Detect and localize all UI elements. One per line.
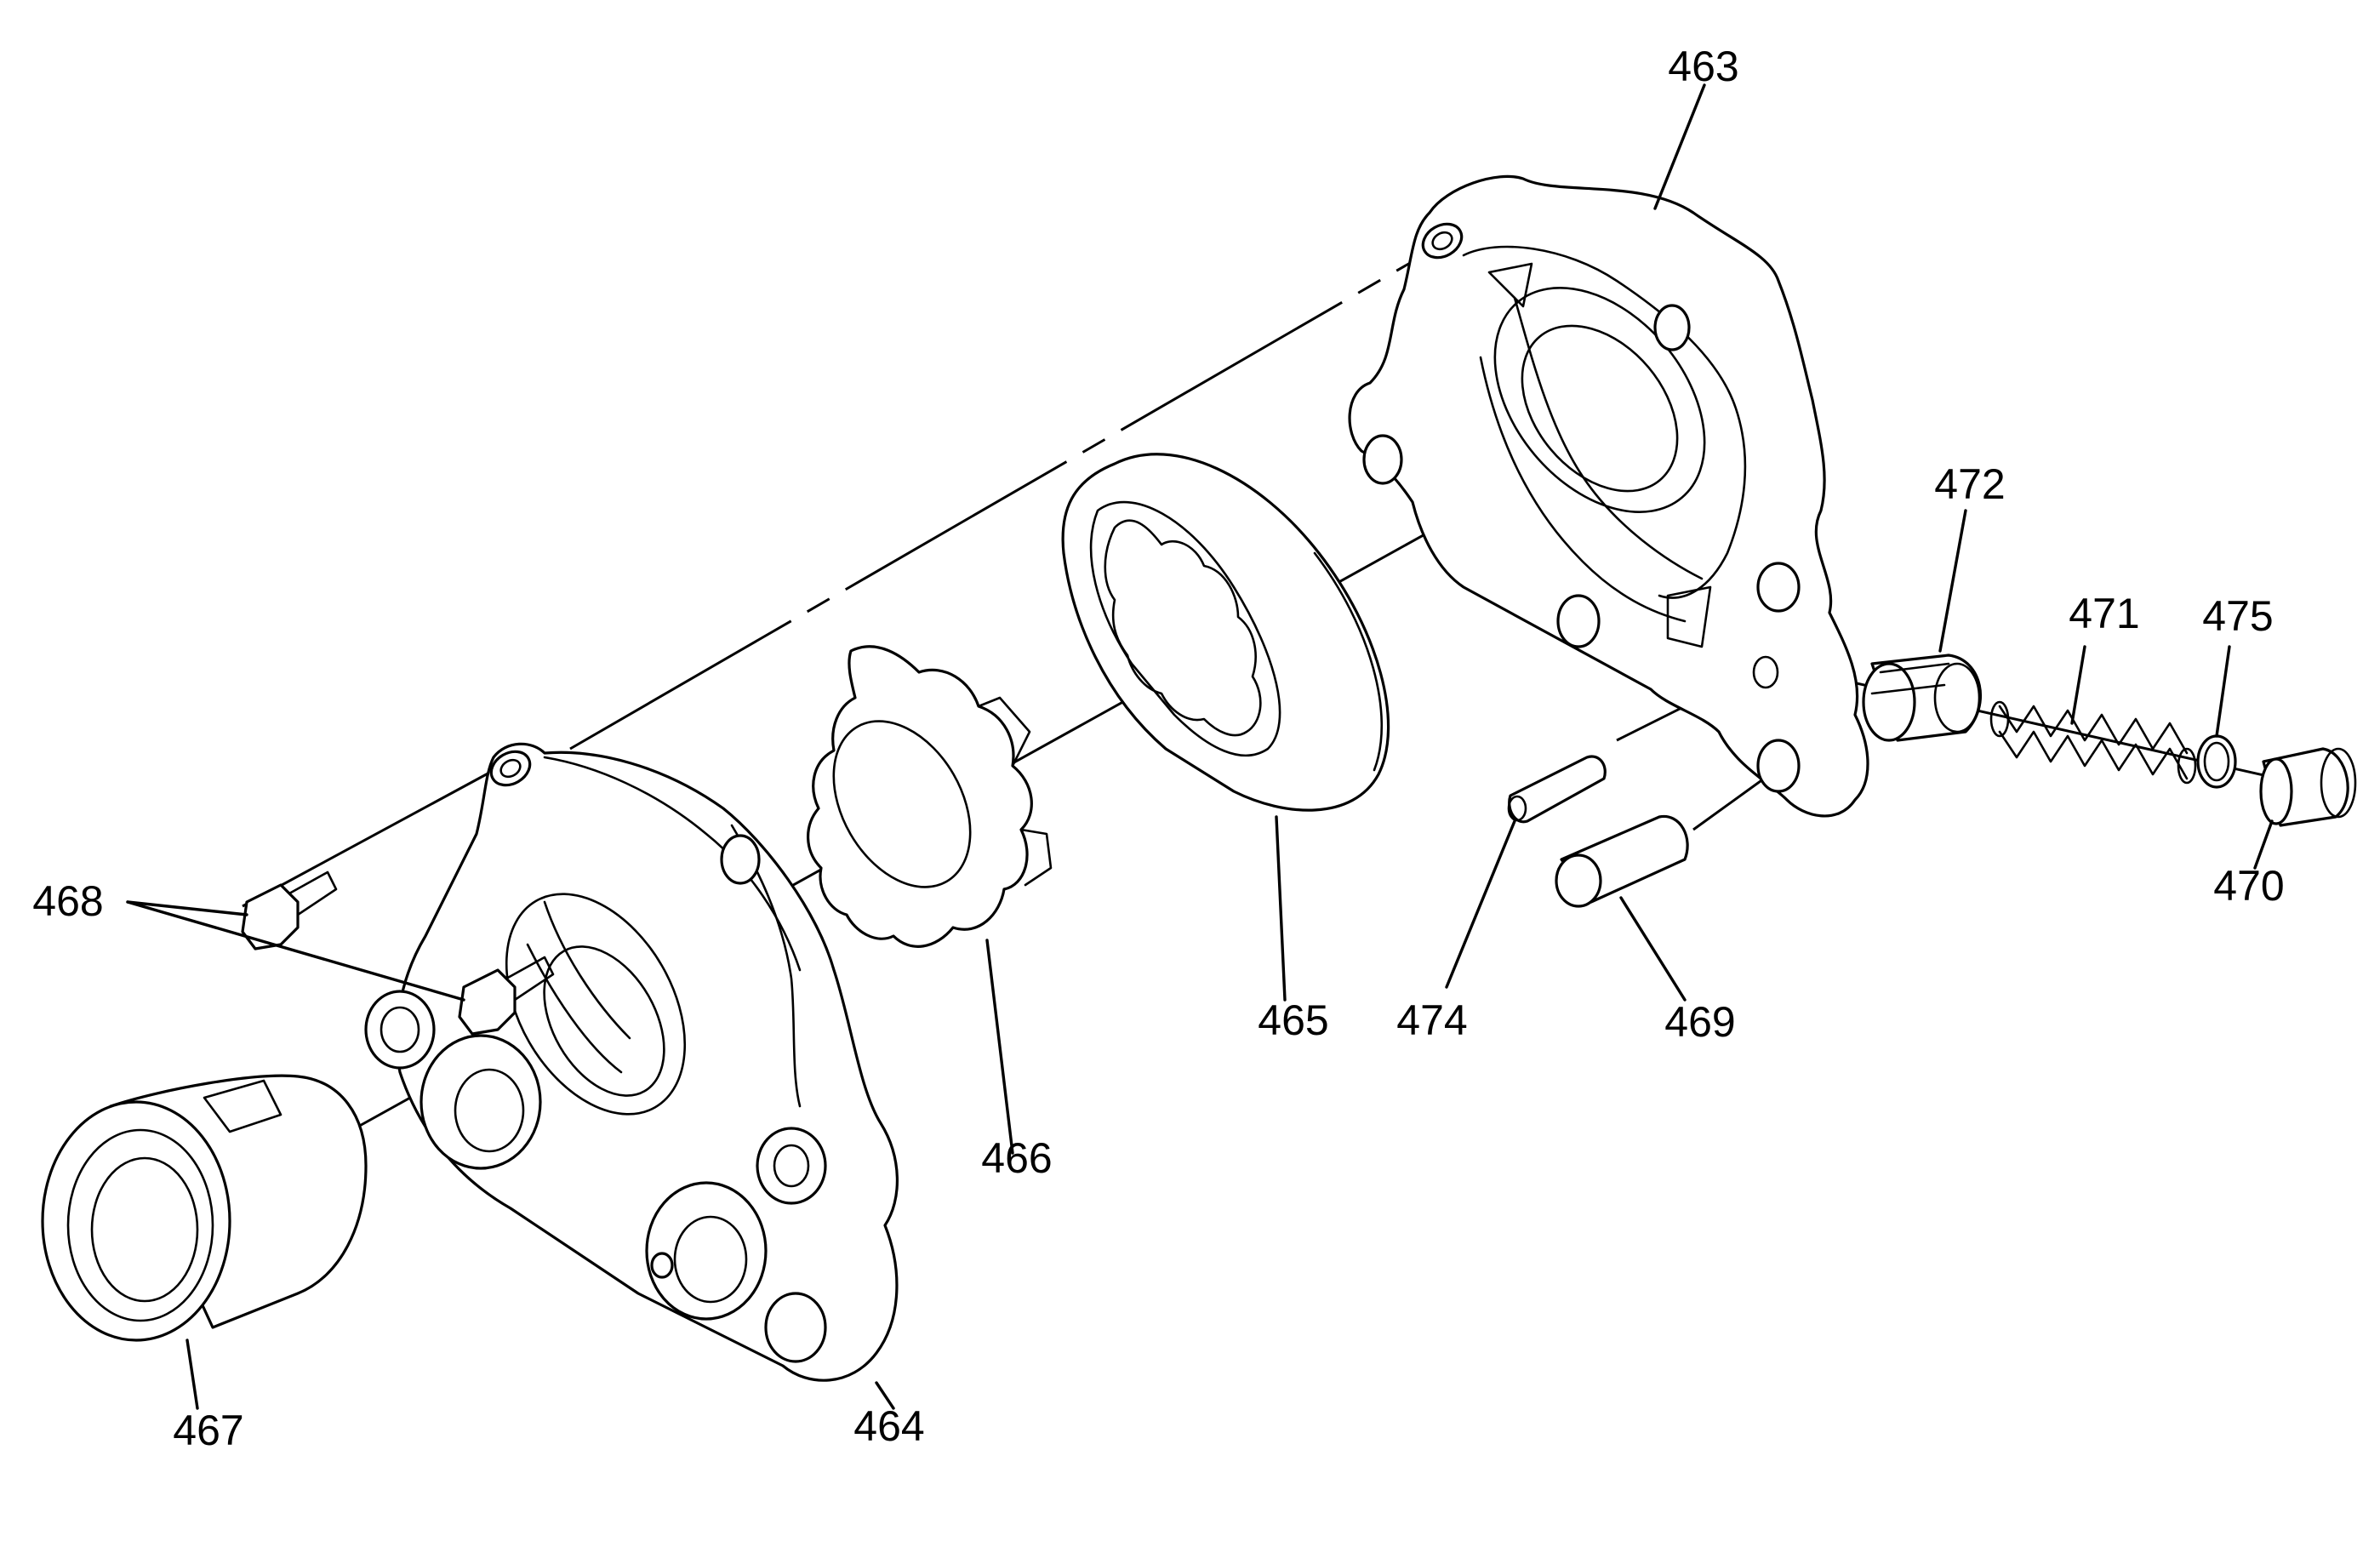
callout-464: 464 [853,1402,924,1450]
callout-471: 471 [2069,590,2139,637]
callout-463: 463 [1668,43,1738,90]
callout-472: 472 [1934,460,2005,508]
part-475-ring [2196,734,2237,789]
part-472-valve [1862,654,1982,742]
callout-470: 470 [2213,862,2284,910]
part-467-seal [41,1074,368,1342]
part-469-sleeve [1555,814,1689,908]
callout-474: 474 [1396,996,1467,1044]
part-474-pin [1507,755,1607,824]
callout-469: 469 [1664,998,1735,1046]
callout-465: 465 [1258,996,1328,1044]
callout-466: 466 [981,1134,1052,1182]
part-468-bolts [241,870,555,1036]
callout-475: 475 [2202,592,2273,640]
callout-468: 468 [32,877,103,925]
part-466-inner-rotor [807,645,1053,948]
leader-lines [126,83,2274,1410]
part-470-plug [2259,747,2357,827]
callout-labels: 463 472 471 475 470 468 465 474 469 466 … [32,43,2284,1454]
part-471-spring [1989,700,2197,785]
callout-467: 467 [173,1407,243,1454]
part-464-pump-cover [364,742,899,1382]
part-465-outer-rotor [1061,453,1390,812]
part-463-pump-body [1348,174,1869,818]
